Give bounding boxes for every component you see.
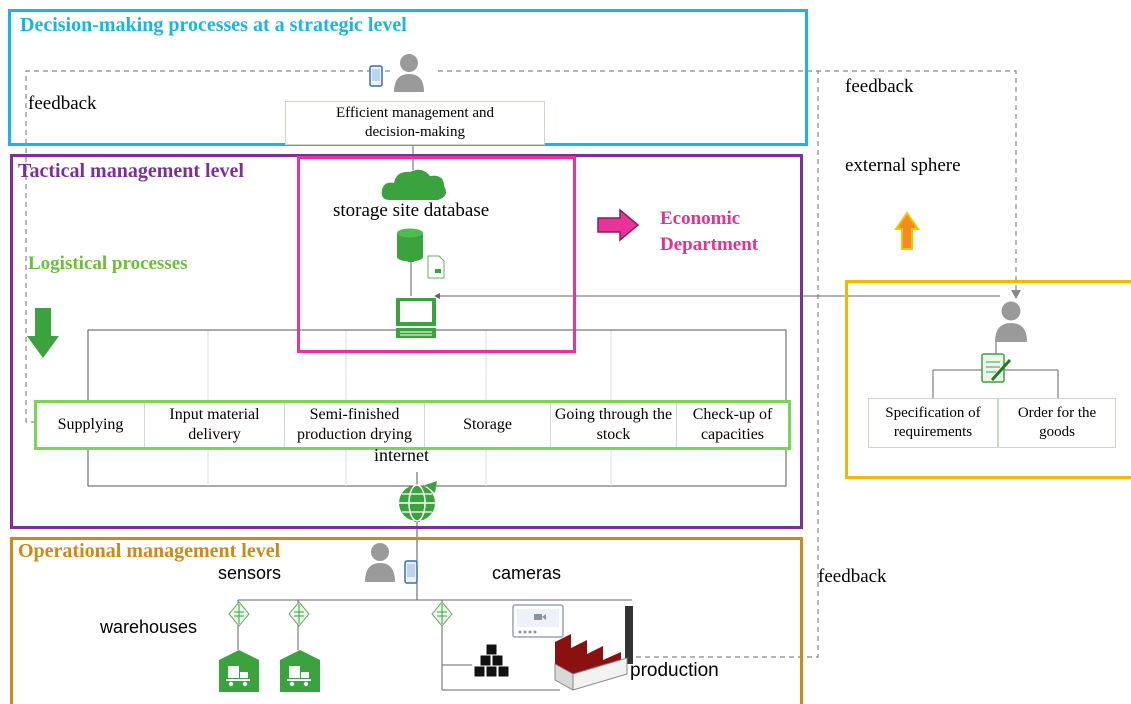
person-icon [392, 52, 426, 97]
storage-site-database-label: storage site database [333, 200, 490, 221]
forklift-icon [280, 650, 320, 697]
clipboard-icon [980, 352, 1012, 391]
economic-department-text: Economic Department [660, 208, 759, 255]
warehouses-label: warehouses [100, 617, 198, 637]
sensor-icon [431, 601, 453, 632]
order-for-goods-box: Order for the goods [998, 398, 1116, 448]
operational-level-frame [10, 537, 803, 704]
arrow-up-icon [894, 211, 920, 256]
computer-icon [394, 298, 438, 345]
tactical-level-frame [10, 154, 803, 529]
operational-level-title: Operational management level [18, 540, 281, 562]
feedback-label-strategic: feedback [28, 93, 97, 114]
tablet-icon [369, 65, 383, 92]
process-strip: Supplying Input material delivery Semi-f… [34, 400, 791, 450]
process-semi-finished-production-drying: Semi-finished production drying [285, 403, 425, 447]
specification-of-requirements-box: Specification of requirements [868, 398, 998, 448]
logistical-processes-label: Logistical processes [28, 253, 188, 274]
strategic-level-title: Decision-making processes at a strategic… [20, 14, 407, 36]
arrow-down-icon [25, 306, 61, 365]
sensors-label: sensors [218, 563, 282, 583]
factory-icon [554, 604, 640, 697]
economic-department-label: Economic Department [660, 206, 800, 258]
process-supplying: Supplying [37, 403, 145, 447]
process-storage: Storage [425, 403, 551, 447]
feedback-label-external: feedback [845, 76, 914, 97]
boxes-icon [472, 642, 512, 685]
tablet-icon [404, 560, 418, 589]
globe-icon [397, 479, 441, 528]
sensor-icon [228, 601, 250, 632]
process-check-up-capacities: Check-up of capacities [692, 406, 773, 443]
person-icon [993, 300, 1029, 347]
person-icon [364, 542, 396, 587]
external-frame [845, 280, 1131, 479]
sensor-icon [288, 601, 310, 632]
forklift-icon [219, 650, 259, 697]
decision-making-box: Efficient management and decision-making [285, 101, 545, 145]
database-icon [396, 228, 424, 267]
document-icon [427, 255, 445, 284]
tactical-level-title: Tactical management level [18, 160, 244, 182]
economic-arrow-icon [596, 208, 640, 247]
process-going-through-stock: Going through the stock [551, 403, 677, 447]
external-sphere-label: external sphere [845, 155, 961, 176]
database-frame [297, 156, 576, 353]
feedback-label-production: feedback [818, 566, 887, 587]
cameras-label: cameras [492, 563, 562, 583]
camera-icon [512, 604, 564, 643]
internet-label: internet [374, 445, 429, 465]
production-label: production [630, 660, 719, 681]
cloud-icon [380, 166, 448, 207]
process-input-material-delivery: Input material delivery [145, 403, 285, 447]
